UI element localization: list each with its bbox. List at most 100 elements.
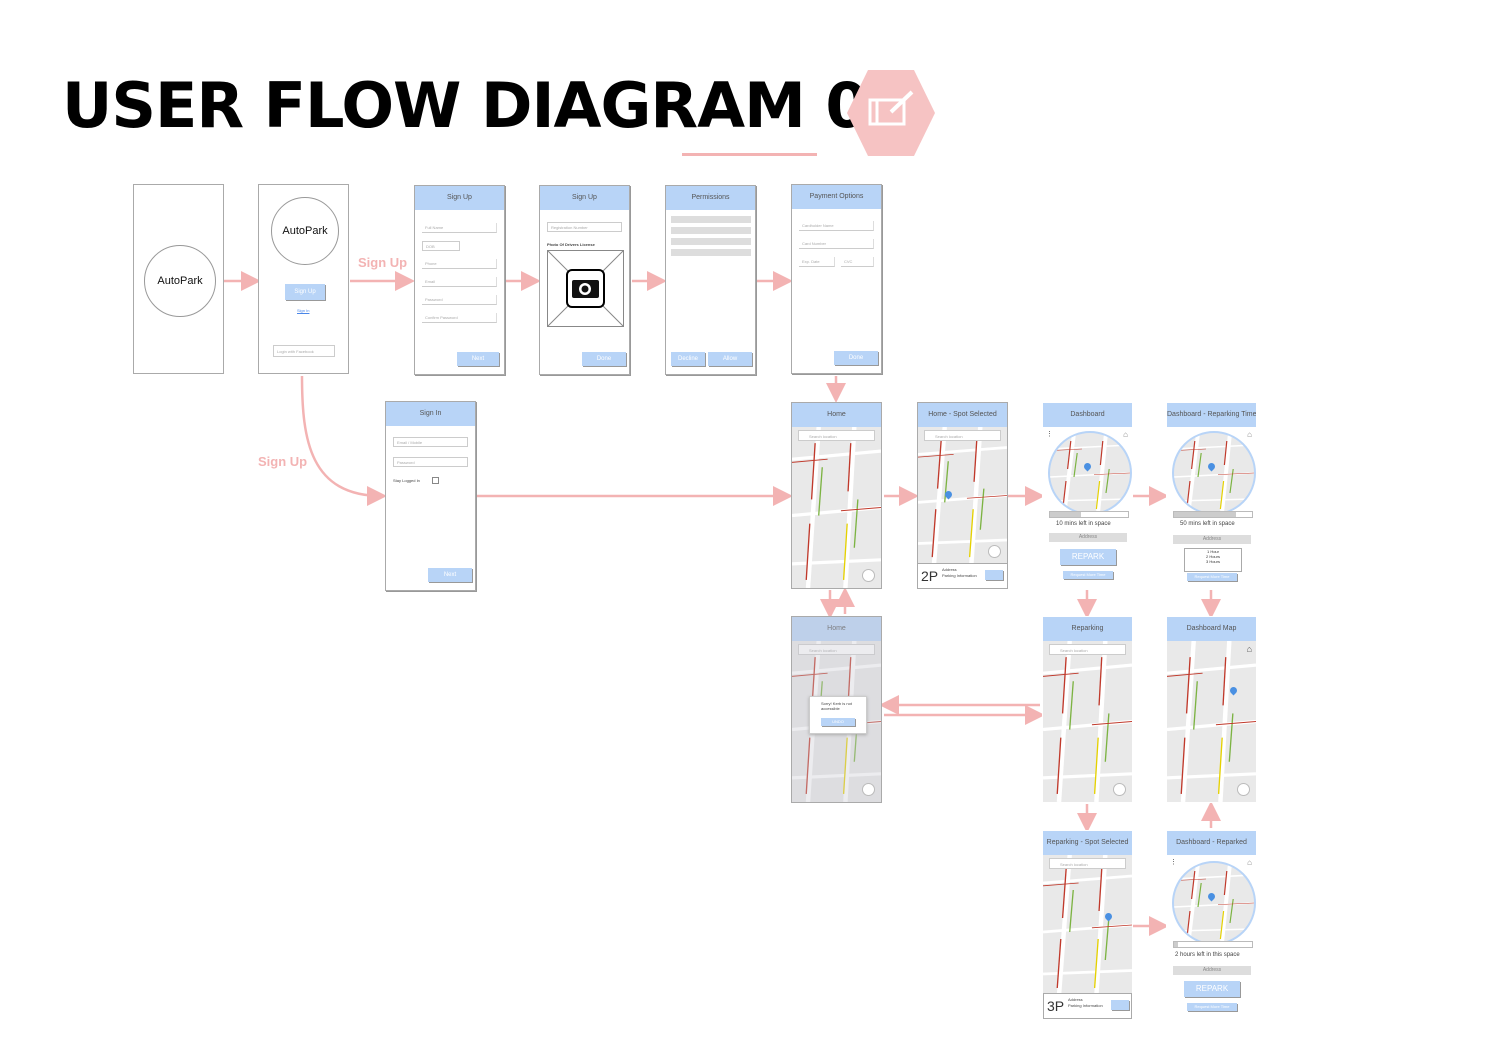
spot-code: 2P [921, 568, 939, 584]
splash-screen: AutoPark [133, 184, 224, 374]
signup-button[interactable]: Sign Up [285, 284, 325, 300]
street-map[interactable] [792, 427, 881, 588]
email-field[interactable]: Email / Mobile [393, 437, 468, 447]
signin-link[interactable]: Sign In [297, 308, 310, 313]
confirm-password-field[interactable]: Confirm Password [422, 313, 497, 323]
search-input[interactable]: Search location [798, 430, 875, 441]
registration-field[interactable]: Registration Number [547, 222, 622, 232]
locate-icon[interactable] [1113, 783, 1126, 796]
spot-code: 3P [1047, 998, 1065, 1014]
home-icon[interactable]: ⌂ [1247, 858, 1252, 867]
home-screen: Home Search location [791, 402, 882, 589]
request-time-button[interactable]: Request More Time [1187, 573, 1237, 581]
screen-header: Reparking - Spot Selected [1043, 831, 1132, 855]
dashboard-screen: Dashboard ⋮ ⌂ 10 mins left in space Addr… [1042, 402, 1133, 589]
logo: AutoPark [271, 197, 339, 265]
phone-field[interactable]: Phone [422, 259, 497, 269]
repark-button[interactable]: REPARK [1184, 981, 1240, 997]
cardholder-field[interactable]: Cardholder Name [799, 221, 874, 231]
address-bar: Address [1049, 533, 1127, 542]
fullname-field[interactable]: Full Name [422, 223, 497, 233]
next-button[interactable]: Next [457, 352, 499, 366]
done-button[interactable]: Done [834, 351, 878, 365]
map-circle [1172, 431, 1256, 515]
undo-button[interactable]: UNDO [821, 718, 855, 726]
cvc-field[interactable]: CVC [841, 257, 874, 267]
permission-row [671, 216, 751, 223]
card-number-field[interactable]: Card Number [799, 239, 874, 249]
next-button[interactable]: Next [428, 568, 472, 582]
reparking-spot-screen: Reparking - Spot Selected Search locatio… [1042, 830, 1133, 1020]
allow-button[interactable]: Allow [708, 352, 752, 366]
screen-header: Home [792, 403, 881, 427]
popup-text: Sorry! Kerb is not accessible [821, 701, 852, 711]
address-bar: Address [1173, 966, 1251, 975]
screen-header: Payment Options [792, 185, 881, 209]
time-progress [1173, 511, 1253, 518]
dashboard-reparked-screen: Dashboard - Reparked ⋮ ⌂ 2 hours left in… [1166, 830, 1257, 1020]
dashboard-map-screen: Dashboard Map ⌂ [1166, 616, 1257, 803]
locate-icon[interactable] [1237, 783, 1250, 796]
photo-label: Photo Of Drivers License [547, 242, 595, 247]
street-map[interactable] [1167, 641, 1256, 802]
address-bar: Address [1173, 535, 1251, 544]
screen-header: Reparking [1043, 617, 1132, 641]
home-icon[interactable]: ⌂ [1247, 430, 1252, 439]
time-progress [1173, 941, 1253, 948]
spot-info-panel: 2P Address Parking Information [918, 563, 1007, 588]
decline-button[interactable]: Decline [671, 352, 705, 366]
time-left: 2 hours left in this space [1175, 952, 1240, 958]
dob-field[interactable]: DOB [422, 241, 460, 251]
search-input[interactable]: Search location [1049, 644, 1126, 655]
locate-icon[interactable] [862, 569, 875, 582]
search-input[interactable]: Search location [924, 430, 1001, 441]
password-field[interactable]: Password [393, 457, 468, 467]
license-photo-upload[interactable] [547, 250, 624, 327]
repark-time-dropdown[interactable]: 1 Hour 2 Hours 3 Hours [1184, 548, 1242, 572]
street-map[interactable] [918, 427, 1007, 564]
screen-header: Home - Spot Selected [918, 403, 1007, 427]
email-field[interactable]: Email [422, 277, 497, 287]
request-time-button[interactable]: Request More Time [1063, 571, 1113, 579]
signup-screen-1: Sign Up Full Name DOB Phone Email Passwo… [414, 185, 505, 375]
menu-icon[interactable]: ⋮ [1170, 859, 1177, 866]
search-input[interactable]: Search location [1049, 858, 1126, 869]
car-icon[interactable] [985, 570, 1003, 580]
screen-header: Permissions [666, 186, 755, 210]
error-popup: Sorry! Kerb is not accessible UNDO [809, 696, 867, 734]
screen-header: Sign Up [540, 186, 629, 210]
screen-header: Dashboard - Reparking Time [1167, 403, 1256, 427]
password-field[interactable]: Password [422, 295, 497, 305]
done-button[interactable]: Done [582, 352, 626, 366]
facebook-login-button[interactable]: Login with Facebook [273, 345, 335, 357]
street-map[interactable] [1043, 641, 1132, 802]
stay-logged-checkbox[interactable] [432, 477, 439, 484]
menu-icon[interactable]: ⋮ [1046, 431, 1053, 438]
option-3-hours[interactable]: 3 Hours [1205, 559, 1220, 564]
home-icon[interactable]: ⌂ [1246, 644, 1252, 654]
option-2-hours[interactable]: 2 Hours [1205, 554, 1220, 559]
street-map[interactable] [1043, 855, 1132, 995]
map-circle [1048, 431, 1132, 515]
repark-button[interactable]: REPARK [1060, 549, 1116, 565]
dashboard-repark-time-screen: Dashboard - Reparking Time ⌂ 50 mins lef… [1166, 402, 1257, 589]
spot-address: Address [942, 567, 957, 572]
home-icon[interactable]: ⌂ [1123, 430, 1128, 439]
request-time-button[interactable]: Request More Time [1187, 1003, 1237, 1011]
search-input[interactable]: Search location [798, 644, 875, 655]
home-spot-screen: Home - Spot Selected Search location 2P … [917, 402, 1008, 589]
permission-row [671, 238, 751, 245]
exp-date-field[interactable]: Exp. Date [799, 257, 835, 267]
time-left: 50 mins left in space [1180, 521, 1235, 527]
time-left: 10 mins left in space [1056, 521, 1111, 527]
welcome-screen: AutoPark Sign Up Sign In Login with Face… [258, 184, 349, 374]
stay-logged-label: Stay Logged In [393, 478, 420, 483]
reparking-screen: Reparking Search location [1042, 616, 1133, 803]
option-1-hour[interactable]: 1 Hour [1206, 549, 1219, 554]
locate-icon[interactable] [988, 545, 1001, 558]
locate-icon[interactable] [862, 783, 875, 796]
spot-parking-info: Parking Information [1068, 1003, 1103, 1008]
permission-row [671, 227, 751, 234]
car-icon[interactable] [1111, 1000, 1129, 1010]
